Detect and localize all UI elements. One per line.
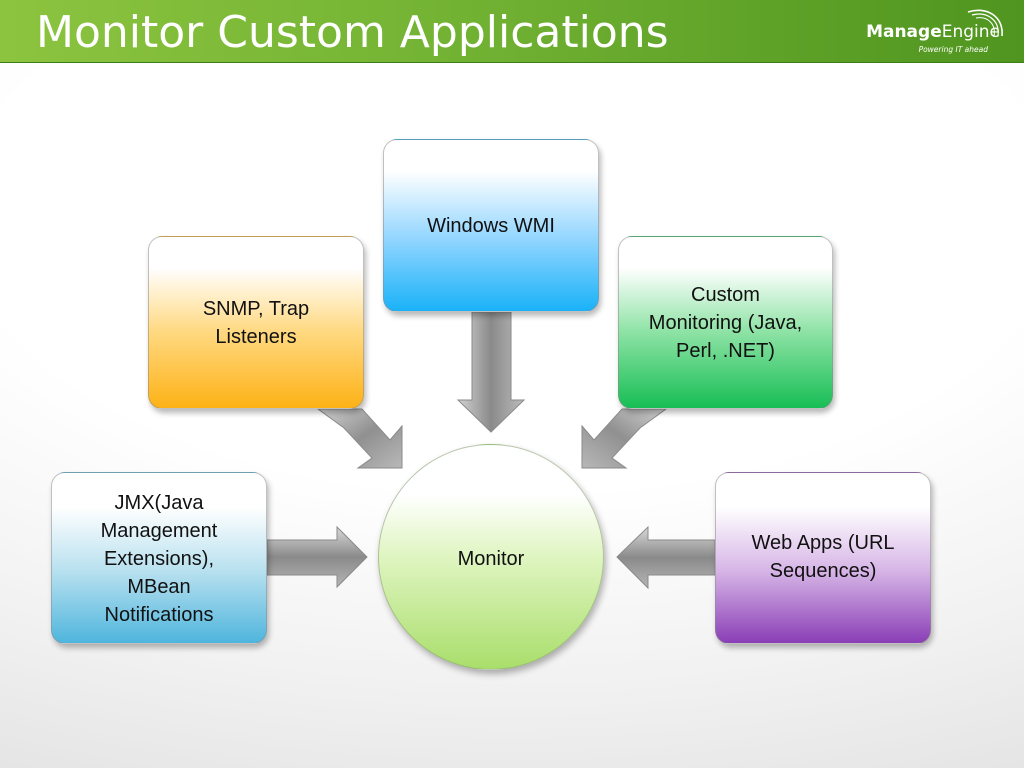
arrow-jmx-to-monitor	[266, 525, 368, 589]
source-web-apps: Web Apps (URL Sequences)	[715, 472, 931, 644]
source-jmx-label: JMX(Java Management Extensions), MBean N…	[100, 492, 218, 626]
source-custom-label: Custom Monitoring (Java, Perl, .NET)	[648, 284, 803, 362]
monitor-node: Monitor	[378, 444, 604, 670]
source-snmp-label: SNMP, Trap Listeners	[202, 298, 310, 348]
manageengine-logo: ManageEngine Powering IT ahead	[842, 8, 1003, 58]
logo-wordmark: ManageEngine	[866, 22, 1000, 42]
arrow-web-to-monitor	[616, 525, 716, 590]
slide-header: Monitor Custom Applications ManageEngine…	[0, 0, 1024, 63]
monitor-label: Monitor	[457, 548, 525, 570]
source-jmx: JMX(Java Management Extensions), MBean N…	[51, 472, 267, 644]
logo-swoosh-icon	[967, 9, 1003, 37]
source-custom-monitoring: Custom Monitoring (Java, Perl, .NET)	[618, 236, 833, 409]
slide-title: Monitor Custom Applications	[36, 7, 669, 58]
source-windows-wmi: Windows WMI	[383, 139, 599, 312]
arrow-windows-to-monitor	[456, 311, 526, 433]
arrow-snmp-to-monitor	[316, 408, 403, 469]
arrow-custom-to-monitor	[581, 408, 668, 469]
source-web-apps-label: Web Apps (URL Sequences)	[751, 532, 895, 582]
source-snmp-trap-listeners: SNMP, Trap Listeners	[148, 236, 364, 409]
logo-tagline: Powering IT ahead	[918, 45, 988, 54]
source-windows-wmi-label: Windows WMI	[427, 215, 555, 237]
